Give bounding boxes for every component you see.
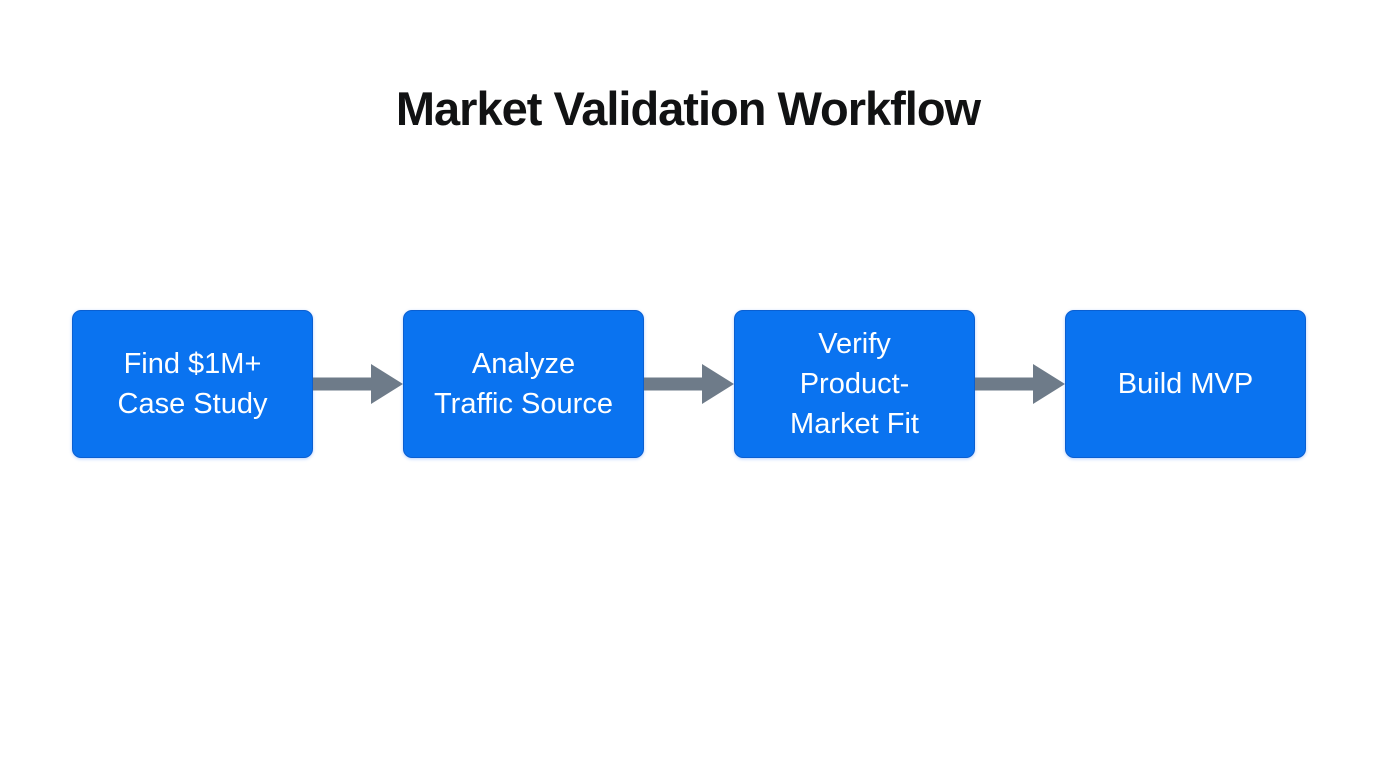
diagram-title: Market Validation Workflow — [395, 82, 981, 135]
arrow-right-icon — [644, 362, 734, 406]
arrow-right-icon — [313, 362, 403, 406]
flow-node-build-mvp: Build MVP — [1065, 310, 1306, 458]
arrow-right-icon — [975, 362, 1065, 406]
flow-node-analyze-traffic-source: Analyze Traffic Source — [403, 310, 644, 458]
workflow-flow-row: Find $1M+ Case Study Analyze Traffic Sou… — [72, 310, 1306, 458]
flow-node-find-case-study: Find $1M+ Case Study — [72, 310, 313, 458]
flow-node-verify-product-market-fit: Verify Product- Market Fit — [734, 310, 975, 458]
